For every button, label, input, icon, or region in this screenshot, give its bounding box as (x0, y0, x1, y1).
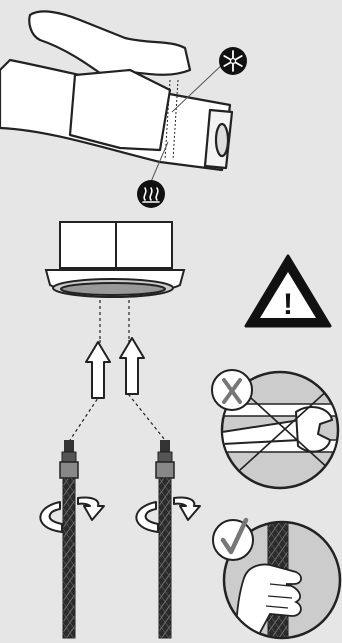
no-wrench-panel (212, 370, 342, 488)
check-mark-icon (213, 520, 253, 560)
insert-up-arrow-left (86, 342, 110, 398)
snowflake-icon (219, 47, 247, 75)
hose-left (60, 440, 78, 638)
hose-guide-lines (70, 300, 165, 440)
faucet-base (46, 222, 184, 297)
warning-triangle-icon: ! (246, 256, 330, 326)
insert-up-arrow-right (120, 338, 144, 394)
warning-exclamation: ! (283, 288, 293, 321)
hose-right (156, 440, 174, 638)
hand-tighten-panel (213, 520, 340, 643)
heat-waves-icon (137, 180, 165, 208)
faucet-body (0, 11, 232, 170)
cross-mark-icon (212, 370, 252, 410)
